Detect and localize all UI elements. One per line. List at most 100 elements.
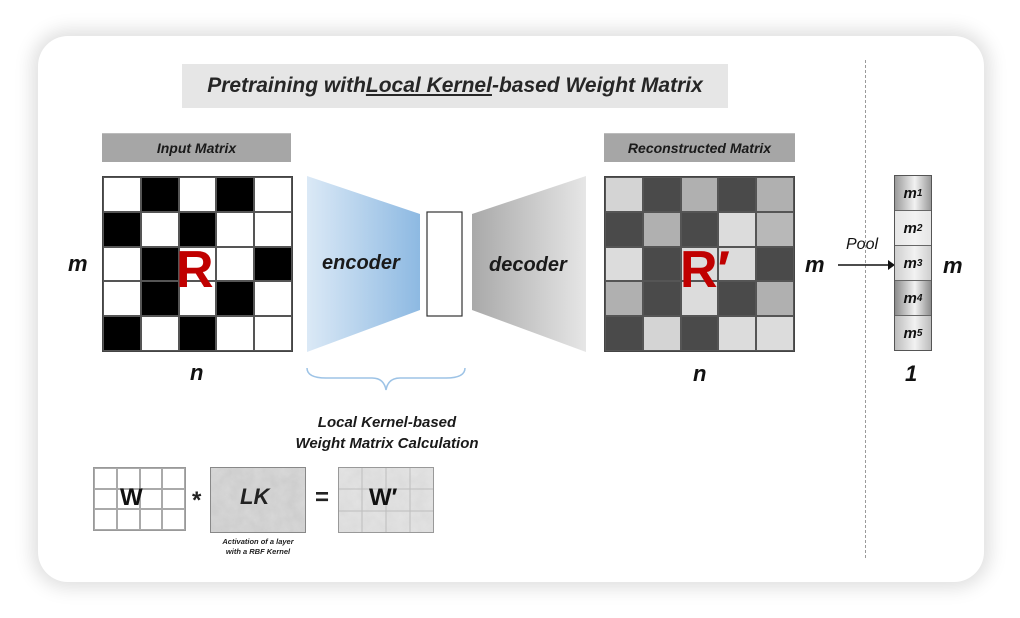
encoder-shape bbox=[307, 176, 420, 352]
input-matrix-cell bbox=[140, 246, 179, 282]
input-matrix-cell bbox=[254, 316, 292, 351]
input-matrix-cell bbox=[216, 246, 255, 282]
reconstructed-matrix-cell bbox=[756, 316, 794, 351]
reconstructed-matrix-cell bbox=[756, 246, 794, 282]
input-matrix-cell bbox=[254, 246, 292, 282]
reconstructed-matrix-cell bbox=[718, 177, 757, 212]
input-matrix-grid bbox=[102, 176, 293, 352]
reconstructed-matrix-cell bbox=[756, 281, 794, 317]
dashed-divider bbox=[865, 60, 866, 558]
reconstructed-matrix-cell bbox=[605, 177, 643, 212]
weight-matrix-w-cell bbox=[94, 509, 117, 530]
input-matrix-cell bbox=[216, 177, 255, 212]
reconstructed-rows-label: m bbox=[805, 252, 825, 277]
input-matrix-cell bbox=[140, 177, 179, 212]
pool-label: Pool bbox=[846, 236, 879, 253]
local-kernel-label: LK bbox=[240, 484, 270, 509]
pooled-rows-label: m bbox=[943, 253, 963, 278]
convolution-operator: * bbox=[192, 487, 202, 514]
input-matrix-cell bbox=[103, 316, 141, 351]
weight-matrix-w-cell bbox=[162, 488, 185, 510]
input-matrix-cell bbox=[254, 211, 292, 247]
weight-matrix-w-cell bbox=[139, 488, 163, 510]
reconstructed-matrix-cell bbox=[718, 246, 757, 282]
input-matrix-cell bbox=[216, 281, 255, 317]
reconstructed-matrix-cell bbox=[605, 281, 643, 317]
input-matrix-cell bbox=[254, 177, 292, 212]
input-matrix-label: Input Matrix bbox=[102, 133, 291, 162]
decoder-label: decoder bbox=[489, 254, 567, 276]
weight-matrix-w-cell bbox=[116, 509, 140, 530]
reconstructed-matrix-cell bbox=[642, 246, 681, 282]
input-matrix-cell bbox=[178, 211, 217, 247]
encoder-label: encoder bbox=[322, 252, 400, 274]
local-kernel-texture bbox=[210, 467, 306, 533]
local-kernel-caption: Activation of a layer with a RBF Kernel bbox=[205, 537, 311, 557]
input-matrix-cell bbox=[178, 281, 217, 317]
diagram-title: Pretraining with Local Kernel-based Weig… bbox=[182, 64, 728, 108]
input-rows-label: m bbox=[68, 251, 88, 276]
input-matrix-cell bbox=[178, 316, 217, 351]
input-matrix-cell bbox=[140, 211, 179, 247]
reconstructed-matrix-cell bbox=[605, 246, 643, 282]
reconstructed-matrix-cell bbox=[642, 281, 681, 317]
reconstructed-matrix-cell bbox=[642, 211, 681, 247]
brace-caption-line-2: Weight Matrix Calculation bbox=[295, 435, 479, 452]
weight-matrix-w-cell bbox=[94, 488, 117, 510]
brace-caption-line-1: Local Kernel-based bbox=[317, 414, 457, 431]
brace-caption: Local Kernel-based Weight Matrix Calcula… bbox=[272, 412, 502, 454]
title-text-post: -based Weight Matrix bbox=[491, 74, 703, 97]
weight-matrix-w-cell bbox=[116, 468, 140, 489]
input-matrix-cell bbox=[254, 281, 292, 317]
decoder-shape bbox=[472, 176, 586, 352]
weight-matrix-w-prime-label: W′ bbox=[369, 484, 398, 511]
weight-matrix-w-cell bbox=[94, 468, 117, 489]
reconstructed-matrix-grid bbox=[604, 176, 795, 352]
weight-matrix-w-cell bbox=[139, 509, 163, 530]
weight-matrix-w-prime-bg bbox=[338, 467, 434, 533]
reconstructed-matrix-cell bbox=[642, 316, 681, 351]
reconstructed-matrix-cell bbox=[718, 316, 757, 351]
reconstructed-matrix-label: Reconstructed Matrix bbox=[604, 133, 795, 162]
reconstructed-matrix-cell bbox=[718, 211, 757, 247]
weight-matrix-w-cell bbox=[116, 488, 140, 510]
reconstructed-matrix-cell bbox=[680, 316, 719, 351]
reconstructed-matrix-cell bbox=[680, 281, 719, 317]
reconstructed-cols-label: n bbox=[693, 361, 707, 386]
input-matrix-cell bbox=[178, 177, 217, 212]
reconstructed-matrix-cell bbox=[680, 211, 719, 247]
reconstructed-matrix-cell bbox=[756, 211, 794, 247]
brace-icon bbox=[306, 367, 466, 391]
input-matrix-cell bbox=[103, 281, 141, 317]
input-matrix-cell bbox=[140, 281, 179, 317]
title-text-underlined: Local Kernel bbox=[365, 74, 492, 97]
input-matrix-cell bbox=[103, 211, 141, 247]
input-matrix-letter: R bbox=[176, 241, 214, 299]
weight-matrix-w-cell bbox=[162, 509, 185, 530]
input-matrix-cell bbox=[178, 246, 217, 282]
weight-matrix-w-cell bbox=[139, 468, 163, 489]
reconstructed-matrix-cell bbox=[642, 177, 681, 212]
title-text-pre: Pretraining with bbox=[207, 74, 366, 97]
weight-matrix-w-label: W bbox=[120, 484, 143, 511]
lk-caption-line-2: with a RBF Kernel bbox=[225, 547, 291, 556]
weight-matrix-w bbox=[93, 467, 186, 531]
input-matrix-cell bbox=[140, 316, 179, 351]
input-matrix-cell bbox=[103, 177, 141, 212]
reconstructed-matrix-cell bbox=[756, 177, 794, 212]
reconstructed-matrix-cell bbox=[680, 246, 719, 282]
equals-operator: = bbox=[315, 484, 330, 511]
autoencoder-shapes bbox=[307, 176, 586, 352]
bottleneck-layer bbox=[426, 211, 463, 317]
weight-matrix-w-cell bbox=[162, 468, 185, 489]
pool-arrow-icon bbox=[838, 260, 895, 270]
reconstructed-matrix-letter: R′ bbox=[680, 241, 731, 299]
lk-caption-line-1: Activation of a layer bbox=[222, 537, 294, 546]
reconstructed-matrix-cell bbox=[605, 211, 643, 247]
